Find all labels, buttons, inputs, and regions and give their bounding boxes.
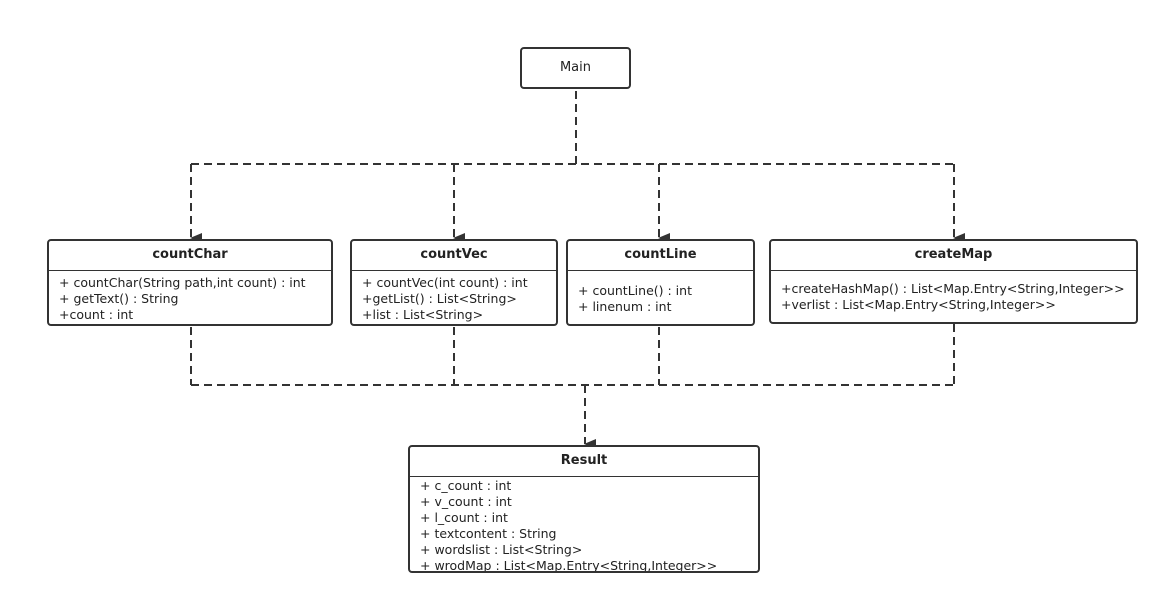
member-row: + wordslist : List<String> xyxy=(420,542,583,557)
member-row: +count : int xyxy=(59,307,134,322)
class-countVec[interactable]: countVec + countVec(int count) : int +ge… xyxy=(350,239,558,326)
class-createMap-title: createMap xyxy=(771,241,1136,271)
member-row: + textcontent : String xyxy=(420,526,557,541)
member-row: + c_count : int xyxy=(420,478,512,493)
class-createMap-members: +createHashMap() : List<Map.Entry<String… xyxy=(771,271,1136,313)
class-result-members: + c_count : int + v_count : int + l_coun… xyxy=(410,477,758,573)
member-row: + linenum : int xyxy=(578,299,672,314)
member-row: +getList() : List<String> xyxy=(362,291,517,306)
member-row: +list : List<String> xyxy=(362,307,484,322)
class-createMap[interactable]: createMap +createHashMap() : List<Map.En… xyxy=(769,239,1138,324)
member-row: + countLine() : int xyxy=(578,283,692,298)
member-row: + countChar(String path,int count) : int xyxy=(59,275,306,290)
member-row: + countVec(int count) : int xyxy=(362,275,528,290)
member-row: + getText() : String xyxy=(59,291,179,306)
class-result-title: Result xyxy=(410,447,758,477)
class-result[interactable]: Result + c_count : int + v_count : int +… xyxy=(408,445,760,573)
member-row: +verlist : List<Map.Entry<String,Integer… xyxy=(781,297,1056,312)
class-countLine-title: countLine xyxy=(568,241,753,271)
member-row: +createHashMap() : List<Map.Entry<String… xyxy=(781,281,1125,296)
main-node[interactable]: Main xyxy=(520,47,631,89)
class-countChar-title: countChar xyxy=(49,241,331,271)
member-row: + l_count : int xyxy=(420,510,508,525)
member-row: + v_count : int xyxy=(420,494,512,509)
class-countChar[interactable]: countChar + countChar(String path,int co… xyxy=(47,239,333,326)
member-row: + wrodMap : List<Map.Entry<String,Intege… xyxy=(420,558,718,573)
main-node-label: Main xyxy=(559,60,592,75)
class-countLine-members: + countLine() : int + linenum : int xyxy=(568,271,753,315)
class-countVec-title: countVec xyxy=(352,241,556,271)
class-countChar-members: + countChar(String path,int count) : int… xyxy=(49,271,331,323)
class-countLine[interactable]: countLine + countLine() : int + linenum … xyxy=(566,239,755,326)
class-countVec-members: + countVec(int count) : int +getList() :… xyxy=(352,271,556,323)
